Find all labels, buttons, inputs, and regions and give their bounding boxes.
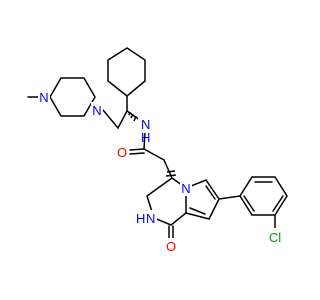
carbonyl-double-bond-a <box>129 148 145 151</box>
piperazine-ring <box>49 77 96 117</box>
nh-carbonyl-bond <box>143 132 146 150</box>
benzene-double-2 <box>272 195 284 212</box>
benzene-double-3 <box>243 195 255 212</box>
o-lactam-label: O <box>166 239 176 254</box>
h-lactam-label: H <box>136 211 145 226</box>
ch2-chiral-bond <box>117 110 128 129</box>
amide-group <box>129 132 177 179</box>
n-methyl-label: N <box>39 90 48 105</box>
benzene-ring <box>239 176 288 216</box>
chiral-centre-group <box>107 47 146 129</box>
methylpiperazine-group <box>27 77 119 129</box>
stereo-hash-bond <box>165 170 177 177</box>
cl-label: Cl <box>269 230 281 245</box>
n-ring-label: N <box>181 181 190 196</box>
bicyclic-core <box>146 177 241 240</box>
aryl-link-bond <box>218 195 241 200</box>
molecule-structure: N N N H O N H N O Cl <box>27 47 288 254</box>
n-piperazine-label: N <box>92 103 101 118</box>
pyrrole-double-bond-inner-2 <box>189 207 206 215</box>
carbonyl-ch2-bond <box>143 148 165 161</box>
carbonyl-double-bond-b <box>129 152 145 155</box>
n-lactam-label: N <box>146 211 155 226</box>
atom-labels: N N N H O N H N O Cl <box>38 88 285 254</box>
h-amide-label: H <box>141 130 150 145</box>
cyclohexyl-ring <box>107 47 146 97</box>
pyrrole-double-bond-inner <box>205 185 216 200</box>
o-amide-label: O <box>117 145 127 160</box>
piperazine-ch2-bond <box>102 109 119 129</box>
n-amide-label: N <box>141 117 150 132</box>
wedge-hash-bond <box>128 111 137 122</box>
chlorophenyl-group <box>239 176 288 229</box>
